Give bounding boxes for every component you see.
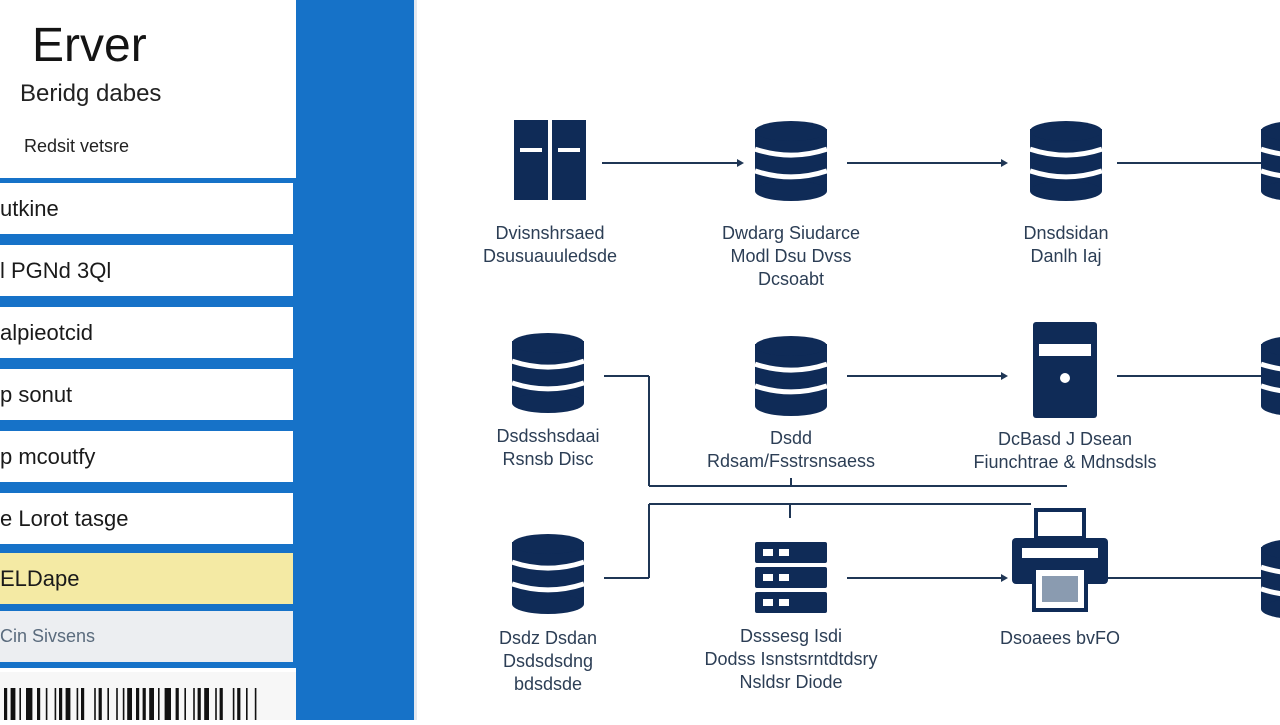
sidebar-item-label: utkine	[0, 183, 293, 234]
arrowhead	[1001, 159, 1008, 167]
node-label-line: DcBasd J Dsean	[997, 429, 1133, 449]
database-icon	[511, 333, 585, 413]
node-label-line: Dvisnshrsaed	[495, 223, 605, 243]
node-label-line: Fiunchtrae & Mdnsdsls	[973, 452, 1157, 472]
sidebar-item-label: alpieotcid	[0, 307, 293, 358]
sidebar-item[interactable]: p mcoutfy	[0, 426, 296, 488]
database-icon	[1260, 122, 1280, 200]
sidebar-item[interactable]: e Lorot tasge	[0, 488, 296, 550]
node-label-line: Dnsdsidan	[1023, 223, 1109, 243]
node-label-line: Nsldsr Diode	[739, 672, 843, 692]
divider	[414, 0, 417, 720]
database-icon	[1260, 337, 1280, 415]
node-label-line: Dsusuauuledsde	[482, 246, 618, 266]
sidebar-accent-band	[296, 0, 414, 720]
database-icon	[1029, 121, 1103, 201]
node-label-line: Dsdsdsdng	[502, 651, 594, 671]
sidebar-item[interactable]: p sonut	[0, 364, 296, 426]
node-label-line: Dsdsshsdaai	[496, 426, 600, 446]
database-icon	[511, 534, 585, 614]
sidebar-item-label: p mcoutfy	[0, 431, 293, 482]
server-rack-icon	[514, 120, 586, 200]
database-icon	[754, 336, 828, 416]
node-label-line: Dsdd	[769, 428, 813, 448]
database-icon	[1260, 540, 1280, 618]
node-label-line: Dsoaees bvFO	[999, 628, 1121, 648]
sidebar-item[interactable]: utkine	[0, 178, 296, 240]
server-rack-icon	[755, 542, 827, 613]
sidebar-item-label: l PGNd 3Ql	[0, 245, 293, 296]
sidebar-item[interactable]: ELDape	[0, 548, 296, 610]
node-label-line: Danlh Iaj	[1030, 246, 1102, 266]
barcode-graphic	[0, 672, 296, 720]
sidebar: Erver Beridg dabes Redsit vetsre utkine l…	[0, 0, 296, 720]
printer-icon	[1012, 508, 1108, 612]
node-label-line: Dodss Isnstsrntdtdsry	[704, 649, 878, 669]
node-label-line: Dwdarg Siudarce	[721, 223, 861, 243]
sidebar-item-label: e Lorot tasge	[0, 493, 293, 544]
node-label-line: Modl Dsu Dvss	[730, 246, 852, 266]
diagram-canvas	[511, 120, 1280, 618]
arrowhead	[1001, 574, 1008, 582]
arrowhead	[1001, 372, 1008, 380]
app-title: Erver	[32, 19, 147, 72]
node-label: Dsoaees bvFO	[1000, 627, 1120, 650]
sidebar-item[interactable]: alpieotcid	[0, 302, 296, 364]
server-tower-icon	[1033, 322, 1097, 418]
node-label-line: Rsnsb Disc	[502, 449, 594, 469]
sidebar-item[interactable]: l PGNd 3Ql	[0, 240, 296, 302]
node-label-line: Dsdz Dsdan	[498, 628, 598, 648]
node-label-line: bdsdsde	[513, 674, 583, 694]
section-label: Redsit vetsre	[24, 136, 130, 156]
arrowhead	[737, 159, 744, 167]
database-icon	[754, 121, 828, 201]
barcode-icon	[4, 688, 257, 720]
sidebar-item-label: p sonut	[0, 369, 293, 420]
sidebar-item-label: ELDape	[0, 553, 293, 604]
sidebar-item[interactable]: Cin Sivsens	[0, 606, 296, 668]
node-label-line: Dsssesg Isdi	[739, 626, 843, 646]
node-label-line: Rdsam/Fsstrsnsaess	[706, 451, 876, 471]
app-subtitle: Beridg dabes	[20, 80, 162, 107]
node-label-line: Dcsoabt	[757, 269, 825, 289]
sidebar-item-label: Cin Sivsens	[0, 611, 293, 662]
